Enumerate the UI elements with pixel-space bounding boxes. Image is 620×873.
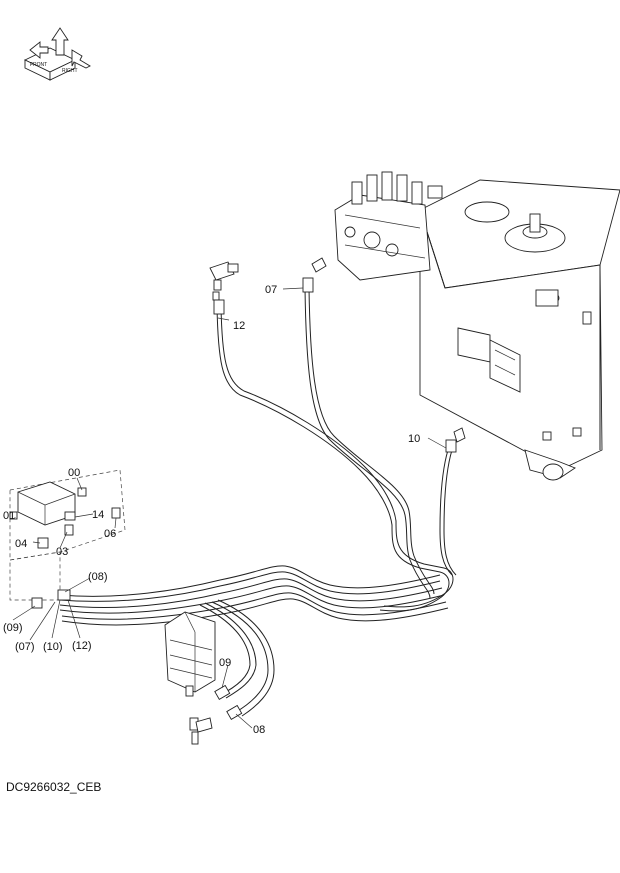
callout-09-ref: (09) bbox=[3, 622, 23, 634]
hose-09 bbox=[199, 604, 251, 696]
callout-10: 10 bbox=[408, 433, 420, 445]
front-text: FRONT bbox=[30, 62, 47, 68]
hose-08 bbox=[211, 601, 269, 713]
callout-04: 04 bbox=[15, 538, 27, 550]
left-manifold bbox=[9, 469, 126, 609]
callout-12: 12 bbox=[233, 320, 245, 332]
right-text: RIGHT bbox=[62, 68, 78, 74]
hose-12 bbox=[216, 305, 450, 612]
callout-07: 07 bbox=[265, 284, 277, 296]
callout-10-ref: (10) bbox=[43, 641, 63, 653]
leader-lines bbox=[12, 287, 447, 729]
hydraulic-tank bbox=[419, 179, 620, 481]
control-valve bbox=[311, 171, 443, 281]
callout-12-ref: (12) bbox=[72, 640, 92, 652]
callout-03: 03 bbox=[56, 546, 68, 558]
pilot-valve-block bbox=[164, 611, 216, 745]
hose-07 bbox=[304, 287, 431, 599]
callout-08: 08 bbox=[253, 724, 265, 736]
hose-bundle bbox=[59, 565, 449, 626]
callout-08-ref: (08) bbox=[88, 571, 108, 583]
callout-07-ref: (07) bbox=[15, 641, 35, 653]
orientation-compass-icon: FRONT RIGHT bbox=[23, 27, 91, 81]
callout-06: 06 bbox=[104, 528, 116, 540]
callout-09: 09 bbox=[219, 657, 231, 669]
pilot-fitting-top bbox=[209, 261, 239, 301]
hose-10 bbox=[439, 449, 453, 576]
callout-01: 01 bbox=[3, 510, 15, 522]
callout-00: 00 bbox=[68, 467, 80, 479]
callout-14: 14 bbox=[92, 509, 104, 521]
drawing-code: DC9266032_CEB bbox=[6, 780, 101, 794]
